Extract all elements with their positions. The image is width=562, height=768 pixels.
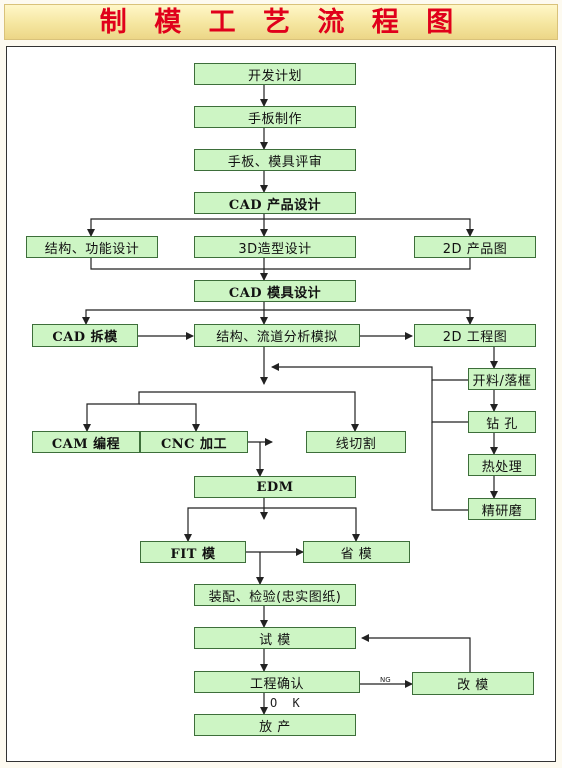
node-dev-plan: 开发计划: [194, 63, 356, 85]
ok-label: O K: [270, 696, 304, 710]
node-drilling: 钻 孔: [468, 411, 536, 433]
node-wire-cut: 线切割: [306, 431, 406, 453]
title-bar: 制 模 工 艺 流 程 图: [4, 4, 558, 40]
node-release: 放 产: [194, 714, 356, 736]
node-grinding: 精研磨: [468, 498, 536, 520]
node-struct-func: 结构、功能设计: [26, 236, 158, 258]
node-cnc: CNC 加工: [140, 431, 248, 453]
node-edm: EDM: [194, 476, 356, 498]
node-trial: 试 模: [194, 627, 356, 649]
node-2d-product: 2D 产品图: [414, 236, 536, 258]
node-cutting: 开料/落框: [468, 368, 536, 390]
node-save: 省 模: [303, 541, 410, 563]
node-cad-product: CAD 产品设计: [194, 192, 356, 214]
node-board-review: 手板、模具评审: [194, 149, 356, 171]
node-cam: CAM 编程: [32, 431, 140, 453]
node-assembly: 装配、检验(忠实图纸): [194, 584, 356, 606]
node-confirm: 工程确认: [194, 671, 360, 693]
node-fit: FIT 模: [140, 541, 246, 563]
node-2d-drawing: 2D 工程图: [414, 324, 536, 347]
node-hand-board: 手板制作: [194, 106, 356, 128]
node-heat: 热处理: [468, 454, 536, 476]
node-cad-mold: CAD 模具设计: [194, 280, 356, 302]
node-flow-sim: 结构、流道分析模拟: [194, 324, 360, 347]
node-cad-split: CAD 拆模: [32, 324, 138, 347]
node-3d-design: 3D造型设计: [194, 236, 356, 258]
page-title: 制 模 工 艺 流 程 图: [99, 7, 463, 38]
ng-label: NG: [380, 676, 391, 684]
node-modify: 改 模: [412, 672, 534, 695]
